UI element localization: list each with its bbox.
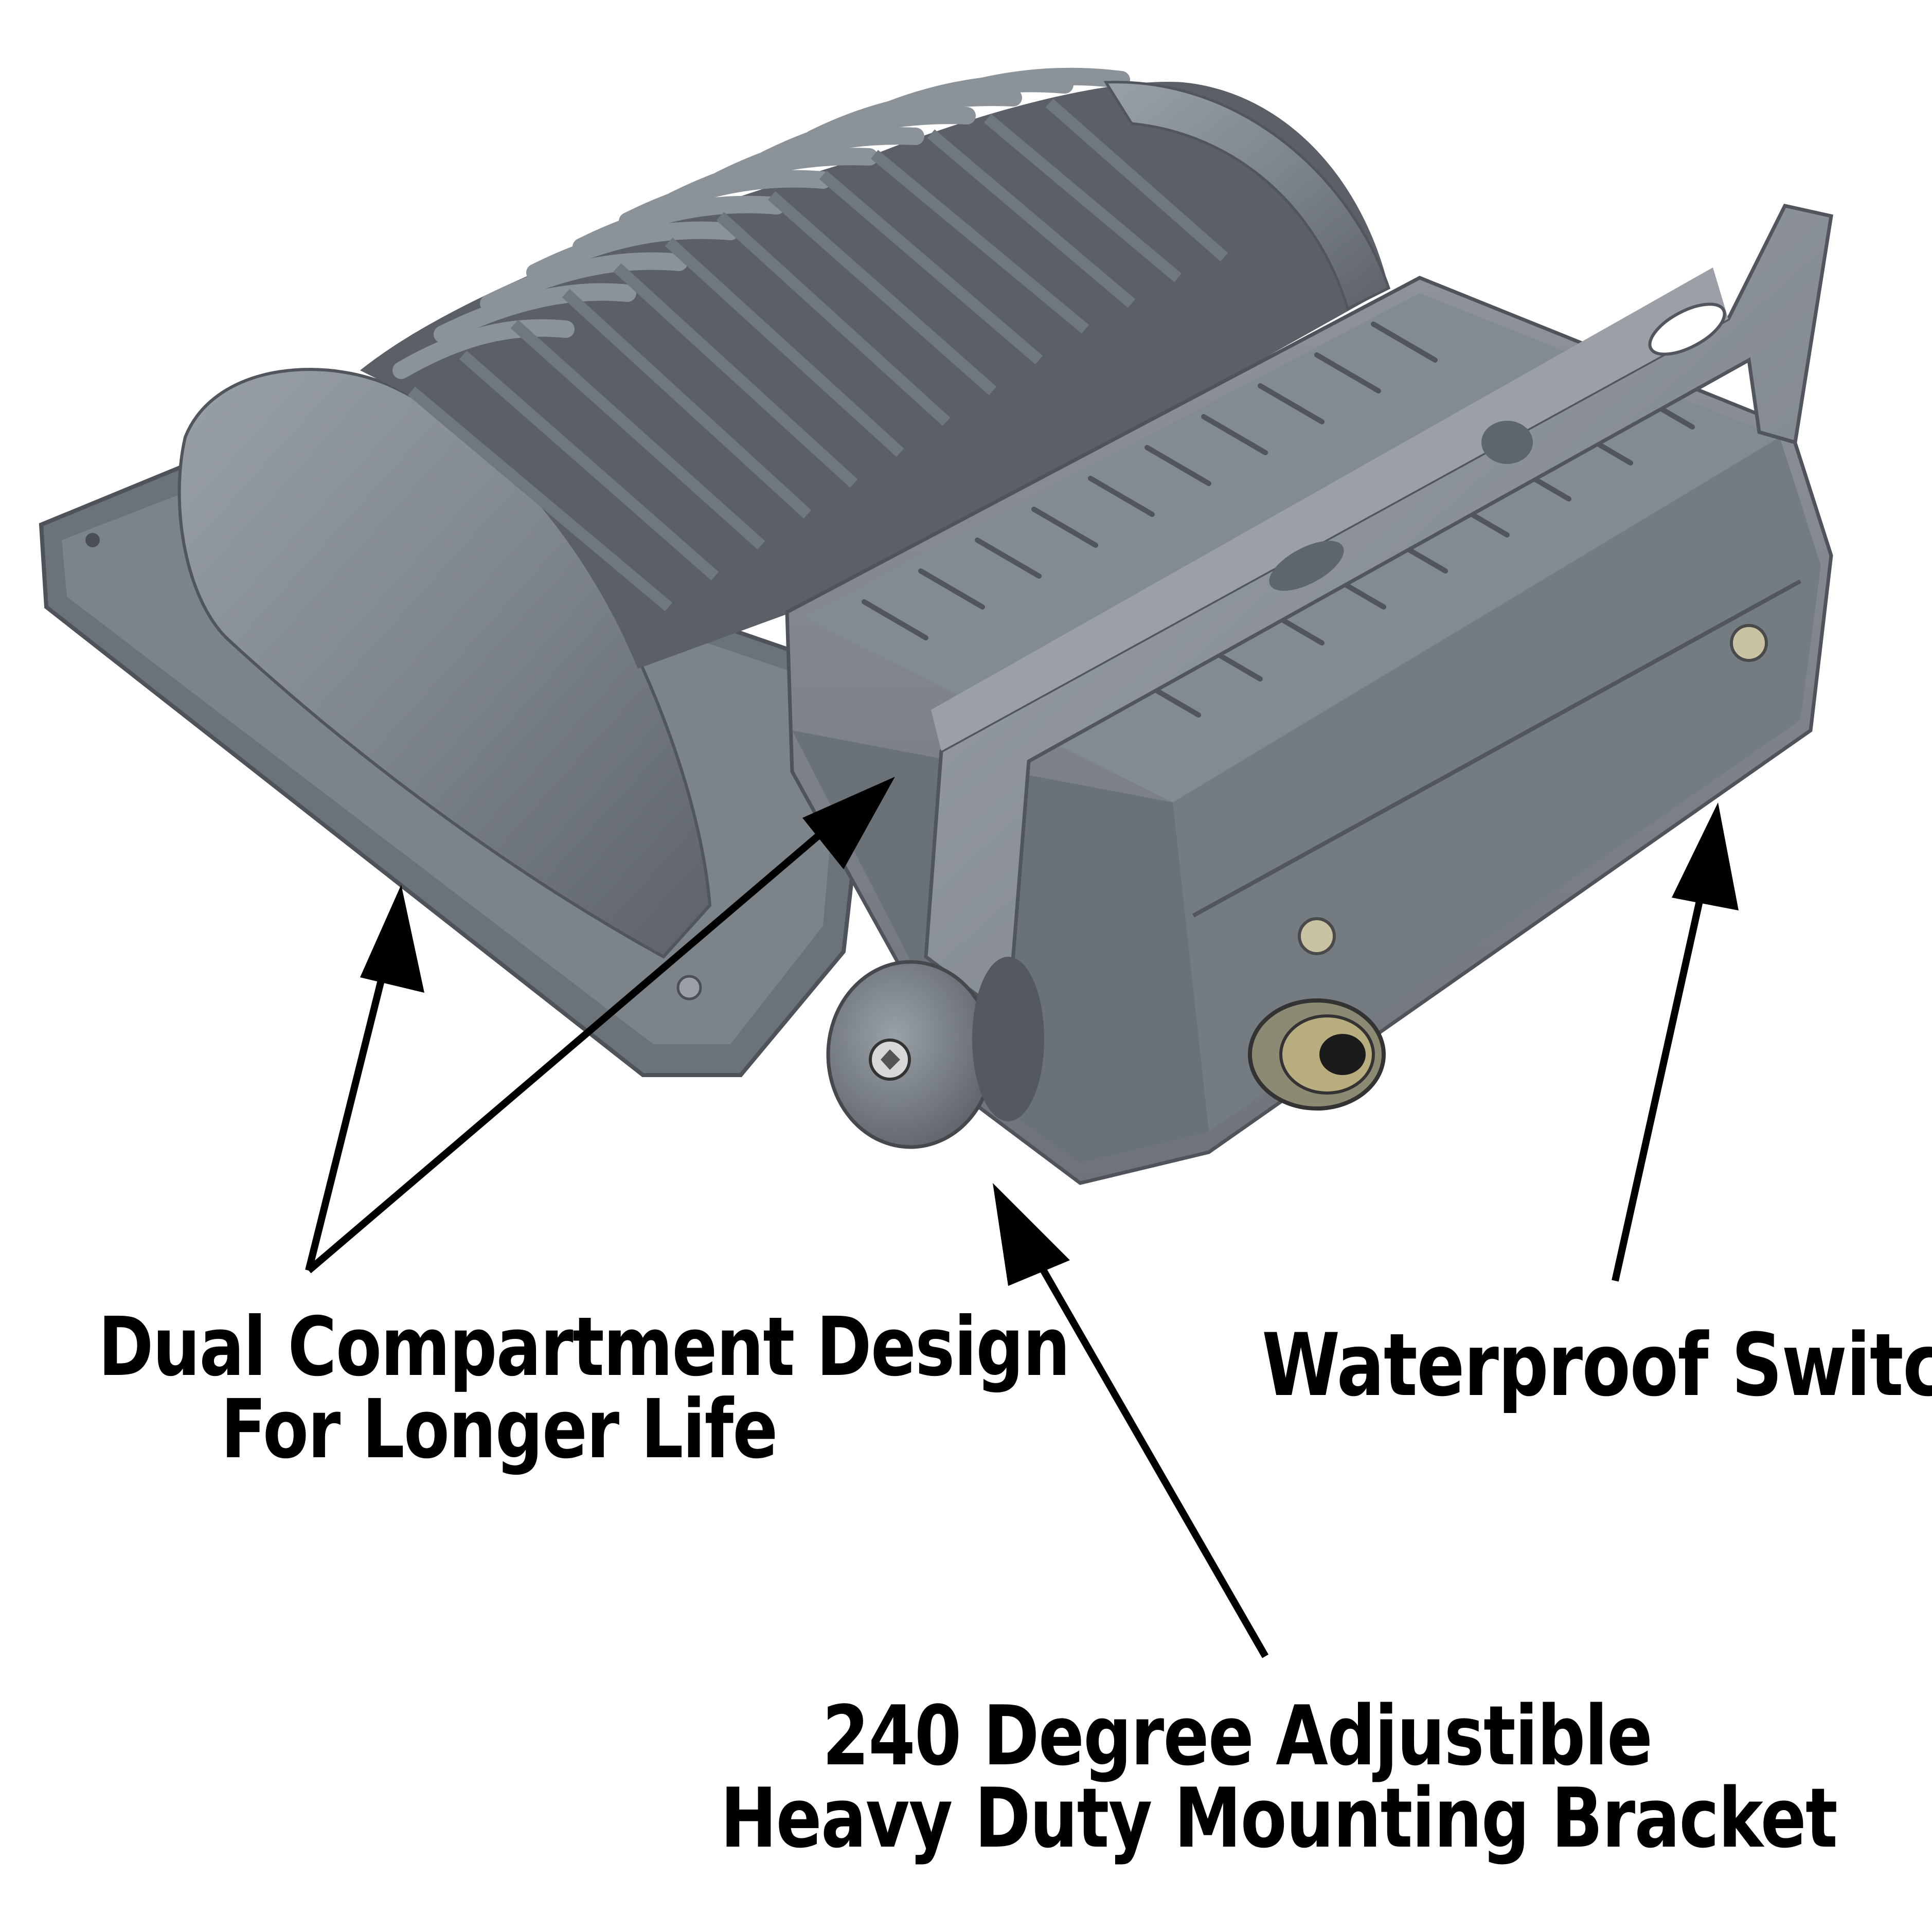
callout-mounting-bracket-line1: 240 Degree Adjustible [822,1688,1653,1784]
waterproof-switch-shape [1248,998,1386,1111]
arrow-to-pivot-knob [993,1183,1269,1658]
callout-dual-compartment-line2: For Longer Life [221,1382,778,1477]
callout-mounting-bracket: 240 Degree Adjustible Heavy Duty Mountin… [720,1688,1838,1866]
callout-waterproof-switch-line1: Waterproof Switch [1262,1315,1932,1416]
callout-dual-compartment-line1: Dual Compartment Design [98,1300,1070,1394]
arrow-to-waterproof-switch [1612,802,1739,1282]
left-end-cap [177,368,712,959]
callout-mounting-bracket-line2: Heavy Duty Mounting Bracket [720,1770,1838,1866]
screws [1298,624,1768,955]
arrow-to-lens-frame [305,885,424,1272]
callout-arrows [305,777,1739,1658]
callout-waterproof-switch: Waterproof Switch [1262,1315,1932,1416]
callout-dual-compartment: Dual Compartment Design For Longer Life [98,1300,1070,1477]
heat-sink-fins [360,67,1391,669]
pivot-knob [826,957,1044,1149]
arrow-to-driver-compartment [306,777,895,1274]
